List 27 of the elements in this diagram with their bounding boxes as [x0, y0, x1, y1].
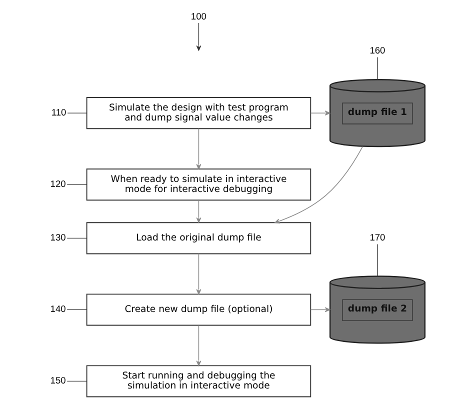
arrow — [310, 307, 330, 312]
node-box: Simulate the design with test program and dump signal value changes — [86, 97, 312, 130]
node-text: 150 — [50, 376, 66, 386]
connector — [66, 380, 87, 382]
node-text: 120 — [50, 178, 66, 189]
arrow — [310, 110, 330, 116]
node-text: 170 — [370, 232, 386, 243]
connector — [67, 112, 88, 114]
arrow — [196, 128, 202, 170]
arrow — [274, 146, 363, 224]
node-text: 140 — [50, 304, 66, 314]
node-text: 160 — [370, 46, 386, 56]
node-text: 130 — [50, 232, 66, 243]
node-box: Create new dump file (optional) — [86, 294, 312, 326]
connector — [66, 238, 87, 239]
node-text: 110 — [51, 107, 66, 118]
arrow — [196, 324, 202, 366]
connector — [66, 184, 87, 185]
connector — [66, 309, 87, 310]
node-box: When ready to simulate in interactive mode for interactive debugging — [86, 168, 312, 201]
node-box: Load the original dump file — [86, 222, 312, 254]
connector — [377, 244, 378, 277]
node-box: Start running and debugging the simulation in interactive mode — [86, 365, 312, 398]
arrow — [196, 253, 202, 294]
arrow — [196, 200, 202, 223]
node-text: 100 — [190, 11, 206, 22]
connector — [377, 56, 378, 80]
